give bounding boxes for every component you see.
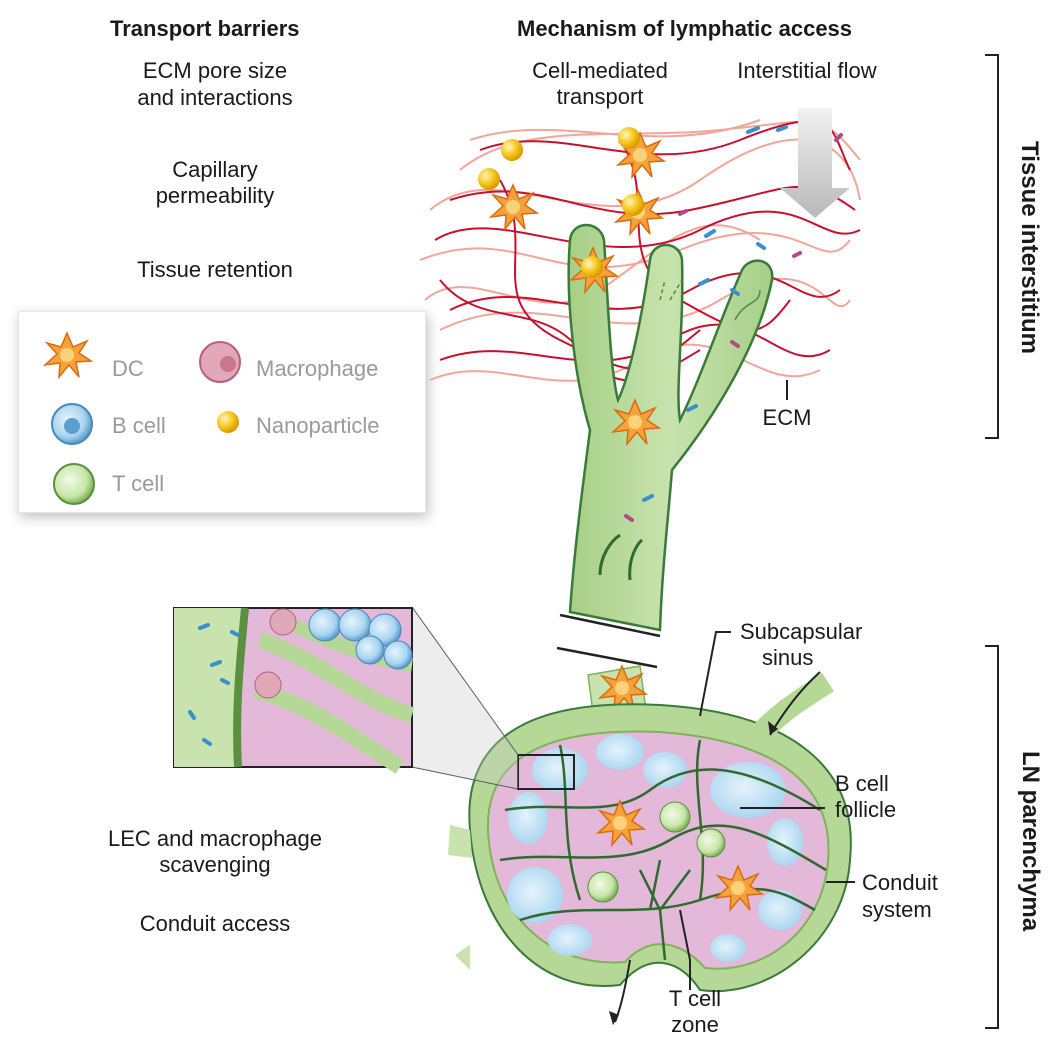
nanoparticle: [618, 127, 640, 149]
barrier-lec-line1: LEC and macrophage: [107, 826, 323, 851]
label-conduit-line1: Conduit: [862, 870, 938, 895]
label-follicle-line1: B cell: [835, 771, 889, 796]
barrier-lec-line2: scavenging: [159, 852, 271, 877]
break-line: [556, 646, 658, 669]
legend-macrophage-label: Macrophage: [256, 356, 379, 381]
header-transport-barriers: Transport barriers: [110, 16, 300, 41]
label-sinus-line1: Subcapsular: [740, 619, 863, 644]
mechanism-cell-line2: transport: [556, 84, 644, 109]
barrier-ecm-line1: ECM pore size: [142, 58, 288, 83]
label-tzone-line1: T cell: [668, 986, 722, 1011]
legend-tcell-icon: [53, 463, 95, 505]
legend-dc-label: DC: [112, 356, 144, 381]
mechanism-cell-line1: Cell-mediated: [532, 58, 668, 83]
label-ecm: ECM: [762, 405, 812, 430]
nanoparticle: [581, 256, 603, 278]
legend-dc-icon: [44, 332, 92, 378]
label-follicle-line2: follicle: [835, 797, 897, 822]
legend-bcell-label: B cell: [112, 413, 166, 438]
legend-macrophage-icon: [199, 341, 241, 383]
legend-nanoparticle-icon: [217, 411, 239, 433]
label-conduit-line2: system: [862, 897, 932, 922]
legend-tcell-label: T cell: [112, 471, 165, 496]
lymphatic-vessel: [567, 223, 774, 632]
barrier-tissue-retention: Tissue retention: [137, 257, 293, 282]
barrier-conduit-access: Conduit access: [139, 911, 291, 936]
break-line: [559, 613, 661, 638]
flow-arrow: [780, 108, 850, 218]
barrier-ecm-line2: and interactions: [137, 85, 293, 110]
small-particles: [624, 125, 843, 522]
bracket-bottom: [985, 645, 999, 1029]
ecm-fibers: [419, 119, 861, 382]
legend-nanoparticle-label: Nanoparticle: [256, 413, 380, 438]
section-ln-parenchyma: LN parenchyma: [1017, 751, 1044, 932]
label-sinus-line2: sinus: [762, 645, 814, 670]
lymph-node: [448, 671, 852, 1025]
bracket-top: [985, 54, 999, 439]
nanoparticle: [501, 139, 523, 161]
label-tzone-line2: zone: [671, 1012, 719, 1037]
nanoparticle: [622, 194, 644, 216]
section-tissue-interstitium: Tissue interstitium: [1016, 141, 1043, 354]
barrier-capillary-line1: Capillary: [172, 157, 258, 182]
inset-magnified: [173, 607, 415, 774]
header-mechanism: Mechanism of lymphatic access: [517, 16, 853, 41]
mechanism-interstitial-flow: Interstitial flow: [737, 58, 877, 83]
barrier-capillary-line2: permeability: [155, 183, 275, 208]
nanoparticle: [478, 168, 500, 190]
